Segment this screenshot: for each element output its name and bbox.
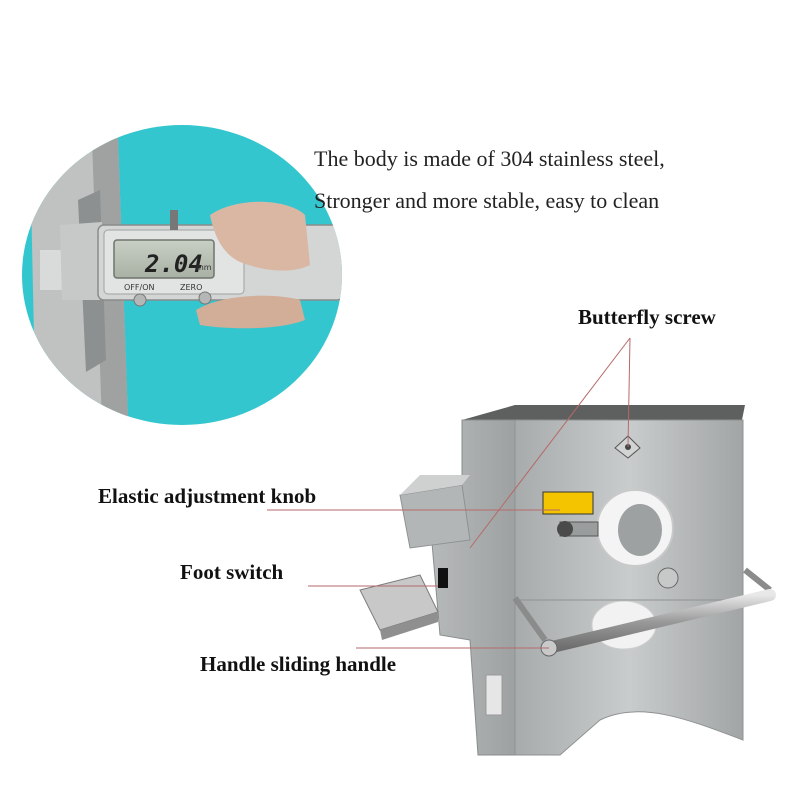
caliper-reading: 2.04 — [144, 250, 203, 278]
caliper-off-on-label: OFF/ON — [124, 283, 154, 292]
callout-handle: Handle sliding handle — [200, 652, 397, 676]
callout-foot-switch: Foot switch — [180, 560, 284, 584]
machine — [359, 405, 776, 756]
caliper-unit: mm — [196, 263, 212, 272]
callout-butterfly-screw: Butterfly screw — [578, 305, 716, 329]
callout-elastic-knob: Elastic adjustment knob — [98, 484, 317, 508]
caliper-inset: 2.04 mm OFF/ON ZERO — [22, 125, 342, 425]
callout-lines — [267, 337, 631, 649]
description-line-2: Stronger and more stable, easy to clean — [314, 188, 660, 213]
caliper-zero-label: ZERO — [180, 283, 202, 292]
description-line-1: The body is made of 304 stainless steel, — [314, 146, 665, 171]
